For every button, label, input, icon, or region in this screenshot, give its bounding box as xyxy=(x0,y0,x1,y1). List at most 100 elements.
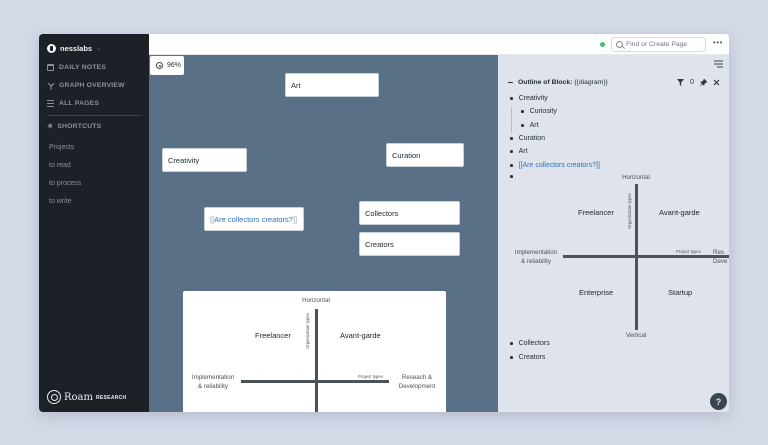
outline-prefix: Outline of Block: xyxy=(518,79,573,86)
quadrant-avant-garde: Avant-garde xyxy=(340,331,381,340)
outline-item-text: Creativity xyxy=(518,95,548,102)
quadrant-freelancer: Freelancer xyxy=(255,331,291,340)
outline-item[interactable]: Art xyxy=(521,122,539,129)
bullet-icon xyxy=(521,110,524,113)
outline-item[interactable]: Collectors xyxy=(510,340,550,347)
help-button[interactable]: ? xyxy=(710,393,727,410)
pin-icon[interactable] xyxy=(699,79,707,86)
axis-left-line-2: & reliability xyxy=(521,258,551,265)
outline-item[interactable]: Art xyxy=(510,148,528,155)
shortcut-to-read[interactable]: to read xyxy=(49,161,71,169)
outline-item[interactable]: Creators xyxy=(510,354,545,361)
shortcuts-header: ★ SHORTCUTS xyxy=(47,120,101,132)
sidebar-item-daily-notes[interactable]: DAILY NOTES xyxy=(47,58,143,76)
link-bracket-close: ]] xyxy=(292,214,298,224)
shortcut-to-process[interactable]: to process xyxy=(49,179,82,187)
card-label: Curation xyxy=(392,150,421,160)
sidebar-item-graph-overview[interactable]: GRAPH OVERVIEW xyxy=(47,76,143,94)
outline-diagram-horizontal-axis xyxy=(563,255,729,258)
close-icon[interactable] xyxy=(713,79,720,86)
outline-item-diagram[interactable] xyxy=(510,175,513,178)
sync-status-icon xyxy=(600,42,605,47)
right-sidebar-toggle-icon[interactable] xyxy=(714,60,723,68)
search-box[interactable] xyxy=(611,37,706,52)
app-window: nesslabs ⌄ DAILY NOTES GRAPH OVERVIEW AL… xyxy=(39,34,729,412)
zoom-level: 96% xyxy=(167,62,182,69)
bullet-icon xyxy=(510,150,513,153)
axis-left-line-1: Implementation xyxy=(191,374,235,381)
shortcuts-label: SHORTCUTS xyxy=(57,122,102,130)
sidebar-item-label: ALL PAGES xyxy=(59,99,100,107)
outline-diagram-horizontal-tag: Project types xyxy=(676,249,701,254)
page-link[interactable]: Are collectors creators? xyxy=(214,214,293,224)
diagram-card[interactable]: Horizontal Organization types Project ty… xyxy=(183,291,446,412)
shortcut-to-write[interactable]: to write xyxy=(49,197,72,205)
bullet-icon xyxy=(510,164,513,167)
diagram-axis-left: Implementation & reliability xyxy=(185,373,241,391)
quadrant-avant-garde: Avant-garde xyxy=(659,208,700,217)
sidebar-item-label: GRAPH OVERVIEW xyxy=(59,81,125,89)
outline-diagram-axis-left: Implementation & reliability xyxy=(508,248,564,266)
filter-icon[interactable] xyxy=(677,79,684,86)
list-icon xyxy=(47,99,54,107)
diagram-axis-top: Horizontal xyxy=(302,297,330,304)
brand-subtitle: RESEARCH xyxy=(96,395,127,401)
card-creators[interactable]: Creators xyxy=(359,232,460,256)
roam-logo-icon xyxy=(47,390,61,404)
quadrant-startup: Startup xyxy=(668,288,693,297)
outline-item-text: Art xyxy=(529,122,539,129)
outline-item[interactable]: Curation xyxy=(510,135,545,142)
card-label: Creators xyxy=(365,239,394,249)
more-options-button[interactable]: ••• xyxy=(713,38,723,47)
sidebar-item-all-pages[interactable]: ALL PAGES xyxy=(47,94,143,112)
outline-tools: 0 xyxy=(677,79,720,86)
card-collectors[interactable]: Collectors xyxy=(359,201,460,225)
shortcut-projects[interactable]: Projects xyxy=(49,143,75,151)
right-sidebar: Outline of Block: {{diagram}} 0 Creativi… xyxy=(498,55,729,412)
outline-block-ref: {{diagram}} xyxy=(574,79,608,86)
card-are-collectors-creators[interactable]: [[Are collectors creators?]] xyxy=(204,207,304,231)
outline-item[interactable]: Creativity xyxy=(510,95,548,102)
search-input[interactable] xyxy=(626,41,704,48)
workspace-switcher[interactable]: nesslabs ⌄ xyxy=(47,40,101,56)
outline-diagram-axis-top: Horizontal xyxy=(622,174,650,181)
bullet-icon xyxy=(510,356,513,359)
chevron-down-icon: ⌄ xyxy=(96,45,102,52)
page-link[interactable]: [[Are collectors creators?]] xyxy=(518,162,600,169)
axis-right-line-2: Development xyxy=(398,383,436,390)
axis-left-line-1: Implementation xyxy=(514,249,558,256)
left-sidebar: nesslabs ⌄ DAILY NOTES GRAPH OVERVIEW AL… xyxy=(39,34,149,412)
outline-item[interactable]: Curiosity xyxy=(521,108,557,115)
axis-right-line-1: Reseach & xyxy=(401,374,433,381)
axis-right-line-2: Deve xyxy=(713,258,728,265)
outline-diagram[interactable]: Horizontal Organization types Project ty… xyxy=(498,55,729,412)
filter-count: 0 xyxy=(690,79,694,86)
outline-header: Outline of Block: {{diagram}} xyxy=(508,79,608,86)
card-label: Collectors xyxy=(365,208,399,218)
axis-left-line-2: & reliability xyxy=(198,383,228,390)
whiteboard-canvas[interactable]: 96% Art Creativity Curation [[Are collec… xyxy=(149,55,498,412)
card-creativity[interactable]: Creativity xyxy=(162,148,247,172)
outline-item-text: Collectors xyxy=(518,340,550,347)
top-bar: ••• xyxy=(149,34,729,55)
bullet-icon xyxy=(510,342,513,345)
card-curation[interactable]: Curation xyxy=(386,143,464,167)
diagram-horizontal-axis xyxy=(241,380,389,383)
link-bracket-open: [[ xyxy=(210,214,215,224)
zoom-control[interactable]: 96% xyxy=(150,56,184,75)
brand-name: Roam xyxy=(64,391,93,403)
diagram-vertical-tag: Organization types xyxy=(305,313,310,349)
card-art[interactable]: Art xyxy=(285,73,379,97)
outline-item-link[interactable]: [[Are collectors creators?]] xyxy=(510,162,600,169)
quadrant-enterprise: Enterprise xyxy=(579,288,614,297)
outline-diagram-vertical-tag: Organization types xyxy=(627,193,632,229)
outline-item-text: Curation xyxy=(518,135,546,142)
card-label: Art xyxy=(291,80,301,90)
workspace-name: nesslabs xyxy=(60,43,93,53)
calendar-icon xyxy=(47,63,54,71)
diagram-axis-right: Reseach & Development xyxy=(389,373,445,391)
sidebar-divider xyxy=(47,115,141,116)
indent-guide xyxy=(511,107,512,133)
collapse-icon[interactable] xyxy=(508,81,513,84)
sidebar-nav: DAILY NOTES GRAPH OVERVIEW ALL PAGES xyxy=(47,58,143,112)
